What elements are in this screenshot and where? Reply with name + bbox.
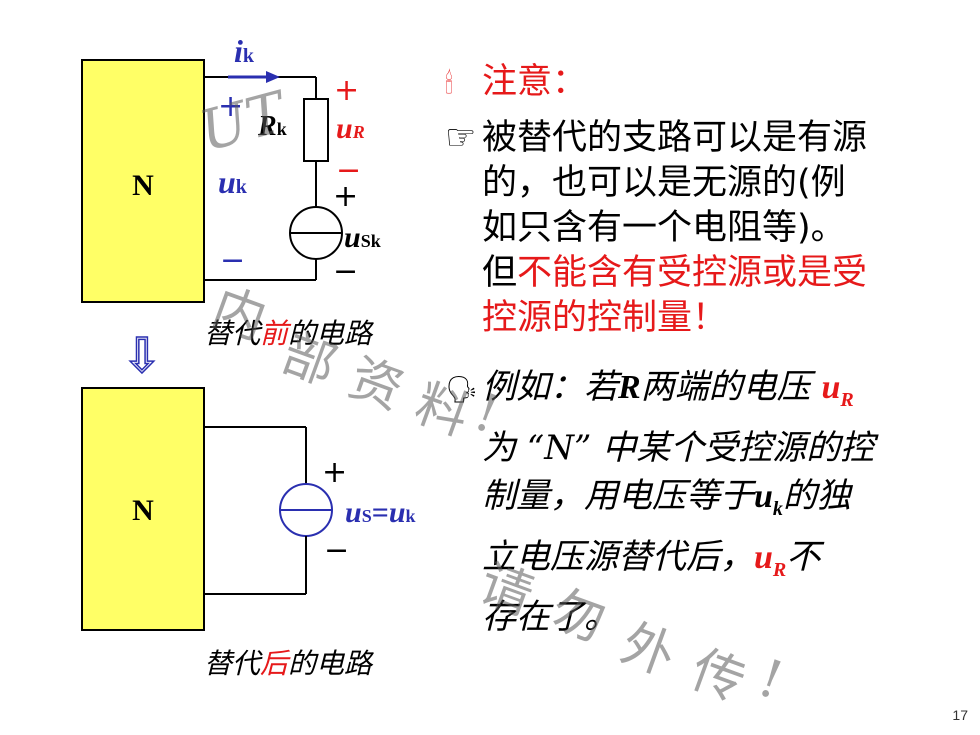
down-arrow-icon: ⇩ <box>122 328 162 384</box>
resistor-label: Rk <box>257 111 287 142</box>
note-line-2: 的，也可以是无源的(例 <box>482 163 846 203</box>
note-line-5: 控源的控制量！ <box>482 298 728 338</box>
note-line-3: 如只含有一个电阻等)。 <box>482 208 846 248</box>
note-line-4: 但不能含有受控源或是受 <box>482 253 868 293</box>
network-label-before: N <box>132 169 154 202</box>
caption-after: 替代后的电路 <box>204 647 373 680</box>
us-plus: + <box>322 455 347 490</box>
us-minus: − <box>324 533 349 568</box>
usk-label: uSk <box>344 221 381 254</box>
uk-minus: − <box>220 243 245 278</box>
example-line-4: 立电压源替代后，uR不 <box>482 536 821 581</box>
candle-icon: 🕯 <box>445 67 453 100</box>
ur-plus: + <box>334 73 359 108</box>
network-box-after <box>81 387 205 631</box>
pointing-hand-icon: ☞ <box>445 118 477 158</box>
ur-label: uR <box>336 112 365 145</box>
example-line-5: 存在了。 <box>482 597 618 638</box>
uk-label: uk <box>218 164 248 200</box>
resistor-rk <box>303 98 329 162</box>
network-label-after: N <box>132 494 154 527</box>
example-line-2: 为 “N” 中某个受控源的控 <box>482 427 875 468</box>
uk-plus: + <box>218 89 243 124</box>
us-label: uS=uk <box>345 496 416 529</box>
notes-panel: 🕯注意： ☞被替代的支路可以是有源 的，也可以是无源的(例 如只含有一个电阻等)… <box>445 60 970 641</box>
note-line-1: ☞被替代的支路可以是有源 <box>445 116 970 161</box>
current-ik: ik <box>234 33 255 69</box>
caption-before: 替代前的电路 <box>204 317 373 350</box>
speaking-head-icon: 🗣 <box>445 375 479 405</box>
network-box-before <box>81 59 205 303</box>
page-number: 17 <box>952 707 968 723</box>
usk-minus: − <box>333 254 358 289</box>
ur-minus: − <box>336 153 361 188</box>
example-line-3: 制量，用电压等于uk的独 <box>482 475 851 520</box>
example-line-1: 🗣例如：若R两端的电压 uR <box>445 363 970 424</box>
usk-plus: + <box>333 179 358 214</box>
notes-title: 🕯注意： <box>445 60 970 106</box>
